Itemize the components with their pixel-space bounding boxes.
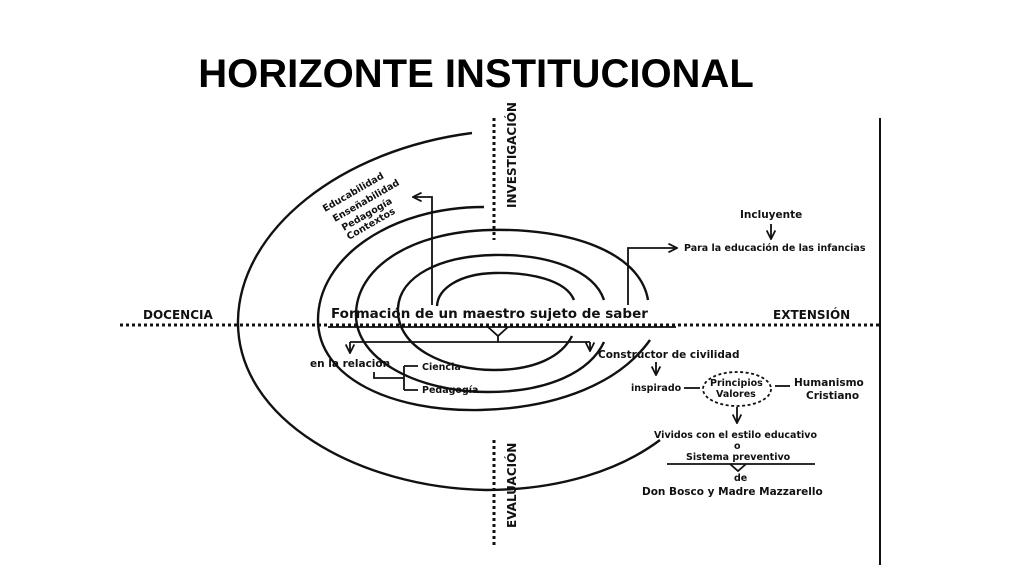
vividos-label: Vividos con el estilo educativo xyxy=(654,430,817,441)
o-label: o xyxy=(734,441,741,452)
axis-label-investigacion: INVESTIGACIÓN xyxy=(504,102,519,208)
relacion-label: en la relación xyxy=(310,358,390,370)
incluyente-label: Incluyente xyxy=(740,209,802,221)
arrow-to-upper-left-list xyxy=(414,197,433,305)
humanismo-label: Humanismo xyxy=(794,377,864,389)
sistema-notch xyxy=(729,463,747,473)
axis-label-extension: EXTENSIÓN xyxy=(773,307,850,322)
axis-label-docencia: DOCENCIA xyxy=(143,308,213,322)
principios-valores-ellipse xyxy=(702,371,772,407)
spiral-outer-arc xyxy=(236,131,661,492)
axis-label-evaluacion: EVALUACIÓN xyxy=(504,443,519,528)
center-title: Formación de un maestro sujeto de saber xyxy=(331,306,648,322)
cristiano-label: Cristiano xyxy=(806,390,859,402)
sistema-label: Sistema preventivo xyxy=(686,452,791,463)
founders-label: Don Bosco y Madre Mazzarello xyxy=(642,486,823,498)
spiral-arc-3 xyxy=(354,228,650,394)
arrow-to-infancias xyxy=(627,248,676,305)
ciencia-label: Ciencia xyxy=(422,362,461,373)
principios-label: Principios xyxy=(710,378,763,389)
spiral-arc-5 xyxy=(435,271,576,307)
inspirado-label: inspirado xyxy=(631,383,682,394)
center-notch xyxy=(487,326,509,338)
page-title: HORIZONTE INSTITUCIONAL xyxy=(198,52,754,96)
spiral-arc-4 xyxy=(396,253,606,372)
valores-label: Valores xyxy=(716,389,756,400)
constructor-label: Constructor de civilidad xyxy=(598,349,739,361)
de-label: de xyxy=(734,473,747,484)
infancias-label: Para la educación de las infancias xyxy=(684,243,866,254)
relation-bracket xyxy=(373,365,418,391)
spiral-arc-2 xyxy=(316,205,651,412)
pedagogia-label: Pedagogía xyxy=(422,385,478,396)
